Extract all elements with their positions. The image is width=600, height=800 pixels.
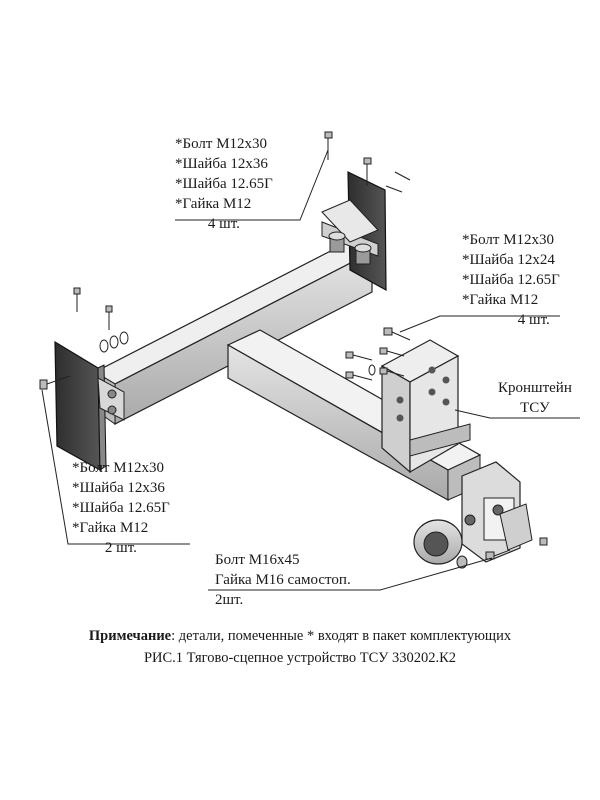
callout-line: *Гайка М12 xyxy=(462,292,539,308)
footnote-text: : детали, помеченные * входят в пакет ко… xyxy=(171,628,512,644)
leader-lines xyxy=(41,149,580,591)
callout-quantity: 2 шт. xyxy=(104,540,137,556)
washer-icon xyxy=(109,335,119,349)
tow-hitch-head xyxy=(413,461,533,565)
bolt-icon xyxy=(363,157,372,186)
callout-line: *Шайба 12х24 xyxy=(462,252,555,268)
callout-line: *Шайба 12х36 xyxy=(175,156,268,172)
tsu-bracket xyxy=(380,339,471,474)
bolt-icon xyxy=(105,305,113,330)
nut-icon xyxy=(456,555,468,569)
callout-quantity: 4 шт. xyxy=(517,312,550,328)
callout-line: Кронштейн xyxy=(498,380,572,396)
washer-icon xyxy=(99,339,109,353)
bolt-icon xyxy=(383,327,411,341)
right-mounting-plate xyxy=(321,171,387,292)
callout-line: *Болт М12х30 xyxy=(72,460,165,476)
callout-bottom-fasteners: Болт М16х45 Гайка М16 самостоп. 2шт. xyxy=(215,550,351,610)
leader-line-right xyxy=(399,315,560,333)
bolt-icon xyxy=(385,171,411,193)
bolt-icon xyxy=(73,287,81,312)
bolt-icon xyxy=(379,367,405,377)
callout-quantity: 4 шт. xyxy=(207,216,240,232)
bolt-icon xyxy=(345,371,373,381)
bolt-icon xyxy=(324,131,333,160)
callout-line: 2шт. xyxy=(215,592,244,608)
callout-line: *Гайка М12 xyxy=(175,196,252,212)
washer-icon xyxy=(119,331,129,345)
leader-line-left xyxy=(41,389,190,545)
washer-icon xyxy=(368,364,376,376)
callout-line: *Шайба 12.65Г xyxy=(462,272,560,288)
leader-line-top xyxy=(175,149,329,221)
fasteners xyxy=(39,131,548,569)
callout-tsu-bracket: Кронштейн ТСУ xyxy=(498,378,572,418)
callout-line: *Шайба 12.65Г xyxy=(175,176,273,192)
footnote: Примечание: детали, помеченные * входят … xyxy=(0,628,600,645)
left-mounting-plate xyxy=(54,340,125,472)
bolt-icon xyxy=(539,537,548,546)
callout-line: *Гайка М12 xyxy=(72,520,149,536)
leader-line-bracket xyxy=(454,409,580,419)
callout-line: *Шайба 12.65Г xyxy=(72,500,170,516)
leader-line-bottom xyxy=(208,557,493,591)
bolt-icon xyxy=(345,351,373,361)
figure-caption: РИС.1 Тягово-сцепное устройство ТСУ 3302… xyxy=(143,650,457,666)
callout-line: ТСУ xyxy=(520,400,550,416)
callout-line: Гайка М16 самостоп. xyxy=(215,572,351,588)
bolt-icon xyxy=(379,347,405,357)
callout-line: Болт М16х45 xyxy=(215,552,300,568)
callout-line: *Болт М12х30 xyxy=(462,232,555,248)
callout-line: *Болт М12х30 xyxy=(175,136,268,152)
callout-left-fasteners: *Болт М12х30 *Шайба 12х36 *Шайба 12.65Г … xyxy=(72,458,170,558)
callout-right-fasteners: *Болт М12х30 *Шайба 12х24 *Шайба 12.65Г … xyxy=(462,230,560,330)
callout-line: *Шайба 12х36 xyxy=(72,480,165,496)
bolt-icon xyxy=(39,375,71,390)
callout-top-fasteners: *Болт М12х30 *Шайба 12х36 *Шайба 12.65Г … xyxy=(175,134,273,234)
footnote-label: Примечание xyxy=(88,628,172,644)
